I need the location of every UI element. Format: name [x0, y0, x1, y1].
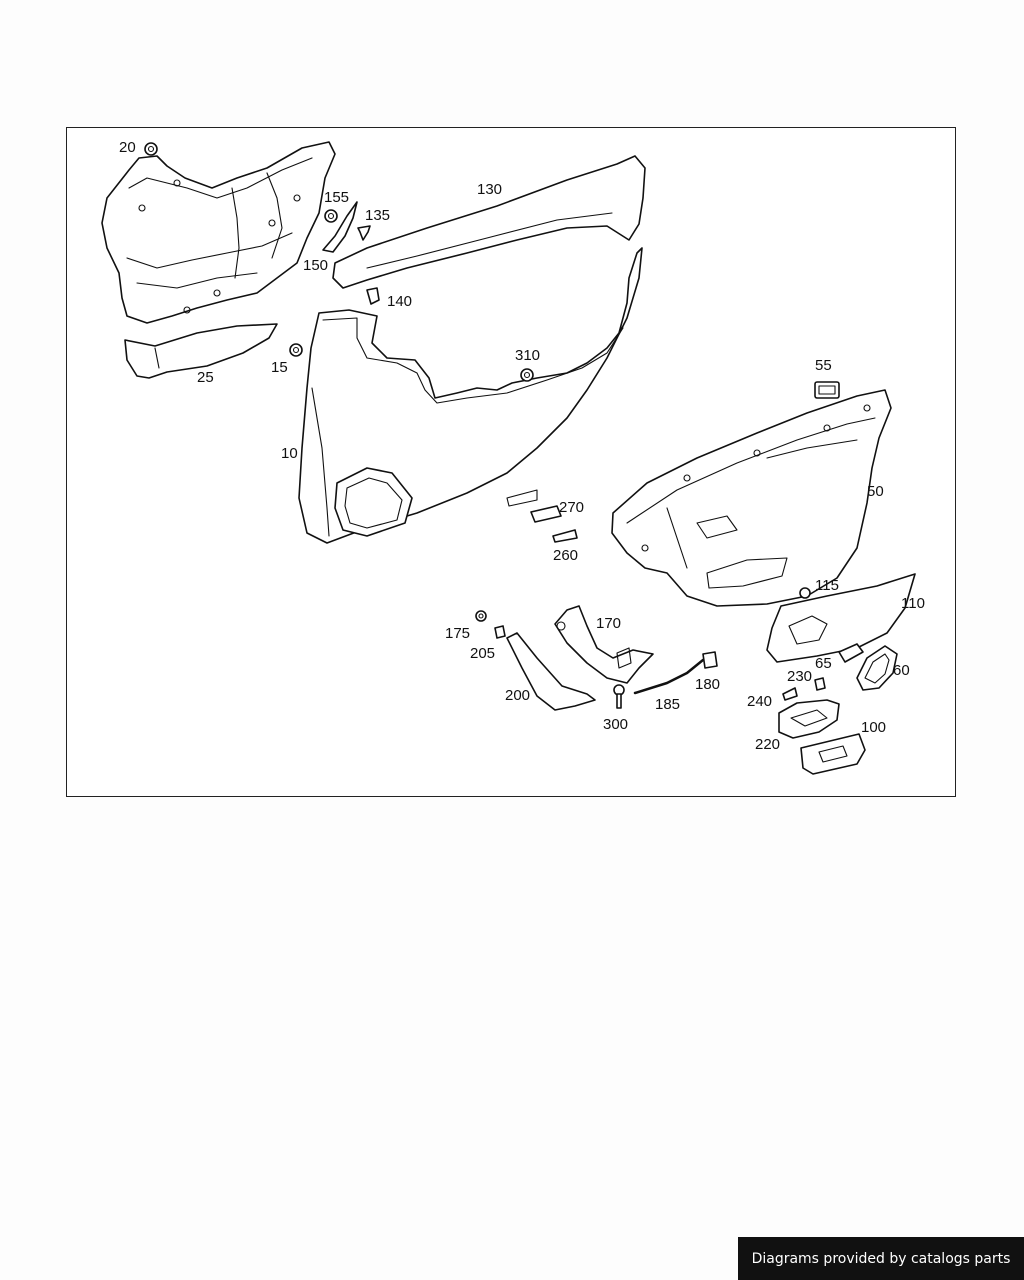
- part-150-bracket: [322, 201, 358, 253]
- callout-115: 115: [815, 577, 839, 594]
- callout-150: 150: [303, 257, 328, 274]
- credit-text: Diagrams provided by catalogs parts: [751, 1250, 1011, 1267]
- part-220-inner-handle: [778, 699, 840, 739]
- callout-180: 180: [695, 676, 720, 693]
- part-200-handle-trim: [506, 632, 596, 711]
- part-60-handle-surround: [856, 645, 898, 691]
- part-270-light: [530, 505, 562, 523]
- callout-260: 260: [553, 547, 578, 564]
- part-20-clip: [144, 142, 158, 156]
- callout-300: 300: [603, 716, 628, 733]
- door-carrier-frame: [101, 141, 336, 324]
- callout-155: 155: [324, 189, 349, 206]
- part-25-pocket-trim: [124, 323, 278, 379]
- callout-200: 200: [505, 687, 530, 704]
- callout-65: 65: [815, 655, 832, 672]
- callout-100: 100: [861, 719, 886, 736]
- callout-310: 310: [515, 347, 540, 364]
- part-130-upper-trim: [332, 155, 646, 289]
- part-170-handle-bracket: [554, 605, 654, 684]
- part-10-door-panel: [298, 247, 643, 544]
- callout-170: 170: [596, 615, 621, 632]
- part-55-switch: [814, 381, 840, 399]
- part-300-bolt: [613, 684, 625, 709]
- part-100-switch-panel: [800, 733, 866, 775]
- part-230-button: [814, 677, 826, 691]
- callout-240: 240: [747, 693, 772, 710]
- part-110-armrest-trim: [766, 573, 916, 663]
- part-50-inner-panel: [611, 389, 892, 607]
- callout-110: 110: [901, 595, 925, 612]
- part-205-clip: [494, 625, 506, 639]
- parts-diagram-frame: 20 155 135 130 150 140 25 15 310 10 55 5…: [66, 127, 956, 797]
- callout-270: 270: [559, 499, 584, 516]
- part-15-clip: [289, 343, 303, 357]
- callout-205: 205: [470, 645, 495, 662]
- callout-50: 50: [867, 483, 884, 500]
- part-175-screw: [475, 610, 487, 622]
- callout-60: 60: [893, 662, 910, 679]
- part-180-clip: [702, 651, 718, 669]
- callout-185: 185: [655, 696, 680, 713]
- callout-10: 10: [281, 445, 298, 462]
- part-65-bezel: [838, 643, 864, 663]
- callout-15: 15: [271, 359, 288, 376]
- part-240-clip: [782, 687, 798, 701]
- part-155-nut: [324, 209, 338, 223]
- part-185-cable: [633, 658, 705, 695]
- callout-55: 55: [815, 357, 832, 374]
- part-310-clip: [520, 368, 534, 382]
- callout-220: 220: [755, 736, 780, 753]
- callout-175: 175: [445, 625, 470, 642]
- callout-135: 135: [365, 207, 390, 224]
- callout-140: 140: [387, 293, 412, 310]
- part-135-screw: [357, 225, 371, 241]
- parts-diagram: 20 155 135 130 150 140 25 15 310 10 55 5…: [101, 139, 925, 775]
- part-140-clip: [366, 287, 380, 305]
- part-115-clip: [799, 587, 811, 599]
- callout-230: 230: [787, 668, 812, 685]
- credit-banner: Diagrams provided by catalogs parts: [738, 1237, 1024, 1280]
- callout-25: 25: [197, 369, 214, 386]
- part-260-reflector: [552, 529, 578, 543]
- callout-20: 20: [119, 139, 136, 156]
- callout-130: 130: [477, 181, 502, 198]
